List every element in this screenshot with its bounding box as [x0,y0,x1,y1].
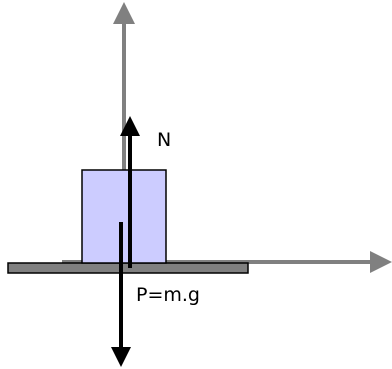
weight-vector [111,222,131,367]
weight-label: P=m.g [136,284,200,306]
block [81,169,167,264]
normal-force-vector [120,116,140,268]
x-axis-arrowhead [370,251,392,273]
normal-force-label: N [157,129,171,151]
y-axis-arrowhead [113,2,135,24]
weight-arrowhead [111,347,131,367]
normal-force-arrowhead [120,116,140,136]
